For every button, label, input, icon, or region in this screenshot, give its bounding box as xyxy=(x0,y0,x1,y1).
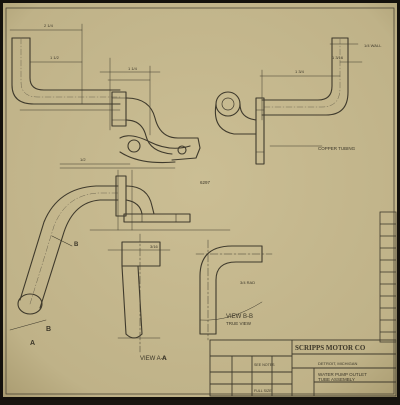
view-bb-elbow xyxy=(195,239,273,341)
material-value: SEE NOTES xyxy=(254,363,275,367)
scale-value: FULL SIZE xyxy=(254,389,272,393)
company-name: SCRIPPS MOTOR CO xyxy=(295,344,366,352)
title-block xyxy=(209,339,397,397)
revision-table xyxy=(379,211,397,343)
note-part-ref: 6297 xyxy=(200,180,211,185)
dim-1: 1 3/16 xyxy=(332,55,344,60)
section-mark-b-left: B xyxy=(46,326,51,333)
frame-line xyxy=(5,7,395,395)
dim-2: 1 3/4 xyxy=(295,69,305,74)
label-view-bb: VIEW B-B xyxy=(226,314,253,320)
dim-6: 1 1/4 xyxy=(128,66,138,71)
flange-fitting-center xyxy=(59,57,201,165)
dim-8: 1/2 xyxy=(80,157,86,162)
company-location: DETROIT, MICHIGAN xyxy=(318,361,357,366)
copper-tubing-elbow xyxy=(259,37,363,121)
pump-flange-end-view xyxy=(214,91,323,165)
section-mark-a-mid: A xyxy=(162,356,167,362)
dim-4: 1 1/2 xyxy=(50,55,60,60)
section-mark-b-mid: B xyxy=(74,242,79,248)
note-copper-tubing: COPPER TUBING xyxy=(318,146,356,151)
view-aa-section xyxy=(107,233,171,353)
label-view-bb-sub: TRUE VIEW xyxy=(226,321,252,326)
part-title-line-2: TUBE ASSEMBLY xyxy=(318,377,355,382)
dim-3: 2 1/4 xyxy=(44,23,54,28)
dim-5: 3/16 xyxy=(150,244,159,249)
section-mark-a-left: A xyxy=(30,340,35,347)
dim-7: 3/4 RAD xyxy=(240,280,255,285)
tube-assembly-left xyxy=(9,167,231,331)
dim-wall: 1/4 WALL xyxy=(364,43,382,48)
part-title-line-1: WATER PUMP OUTLET xyxy=(318,372,367,377)
label-view-aa: VIEW A-A xyxy=(140,356,167,362)
elbow-tube-top-left xyxy=(9,23,121,111)
